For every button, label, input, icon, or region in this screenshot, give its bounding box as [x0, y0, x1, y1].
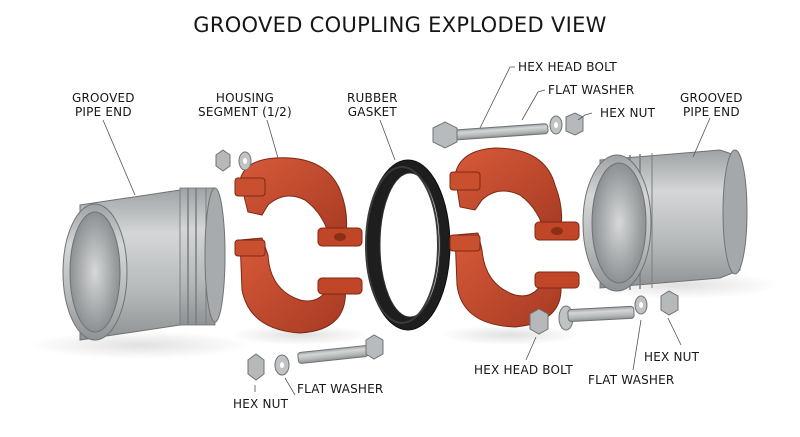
diagram-title: GROOVED COUPLING EXPLODED VIEW	[193, 13, 607, 37]
left-grooved-pipe-end	[62, 187, 226, 341]
right-housing-segment	[449, 147, 580, 328]
label-top-flat-washer: FLAT WASHER	[548, 83, 635, 97]
rubber-gasket	[365, 159, 451, 331]
top-left-nut-washer	[215, 149, 252, 172]
label-top-hex-head-bolt: HEX HEAD BOLT	[518, 60, 617, 74]
label-rubber-gasket: RUBBER GASKET	[347, 91, 398, 119]
right-grooved-pipe-end	[582, 149, 748, 292]
label-bottom-right-flat-washer: FLAT WASHER	[588, 373, 675, 387]
label-left-pipe-end: GROOVED PIPE END	[72, 91, 135, 119]
label-bottom-left-flat-washer: FLAT WASHER	[297, 382, 384, 396]
label-bottom-right-hex-nut: HEX NUT	[644, 350, 700, 364]
bottom-right-bolt-assembly	[529, 290, 679, 335]
label-top-hex-nut: HEX NUT	[600, 106, 656, 120]
label-housing-segment: HOUSING SEGMENT (1/2)	[198, 91, 292, 119]
label-bottom-right-hex-head-bolt: HEX HEAD BOLT	[474, 363, 573, 377]
leader-lines	[102, 66, 711, 396]
bottom-left-bolt-assembly	[247, 334, 384, 381]
top-bolt-assembly	[432, 112, 584, 149]
label-right-pipe-end: GROOVED PIPE END	[680, 91, 743, 119]
left-housing-segment	[234, 157, 363, 334]
label-bottom-left-hex-nut: HEX NUT	[233, 397, 289, 411]
